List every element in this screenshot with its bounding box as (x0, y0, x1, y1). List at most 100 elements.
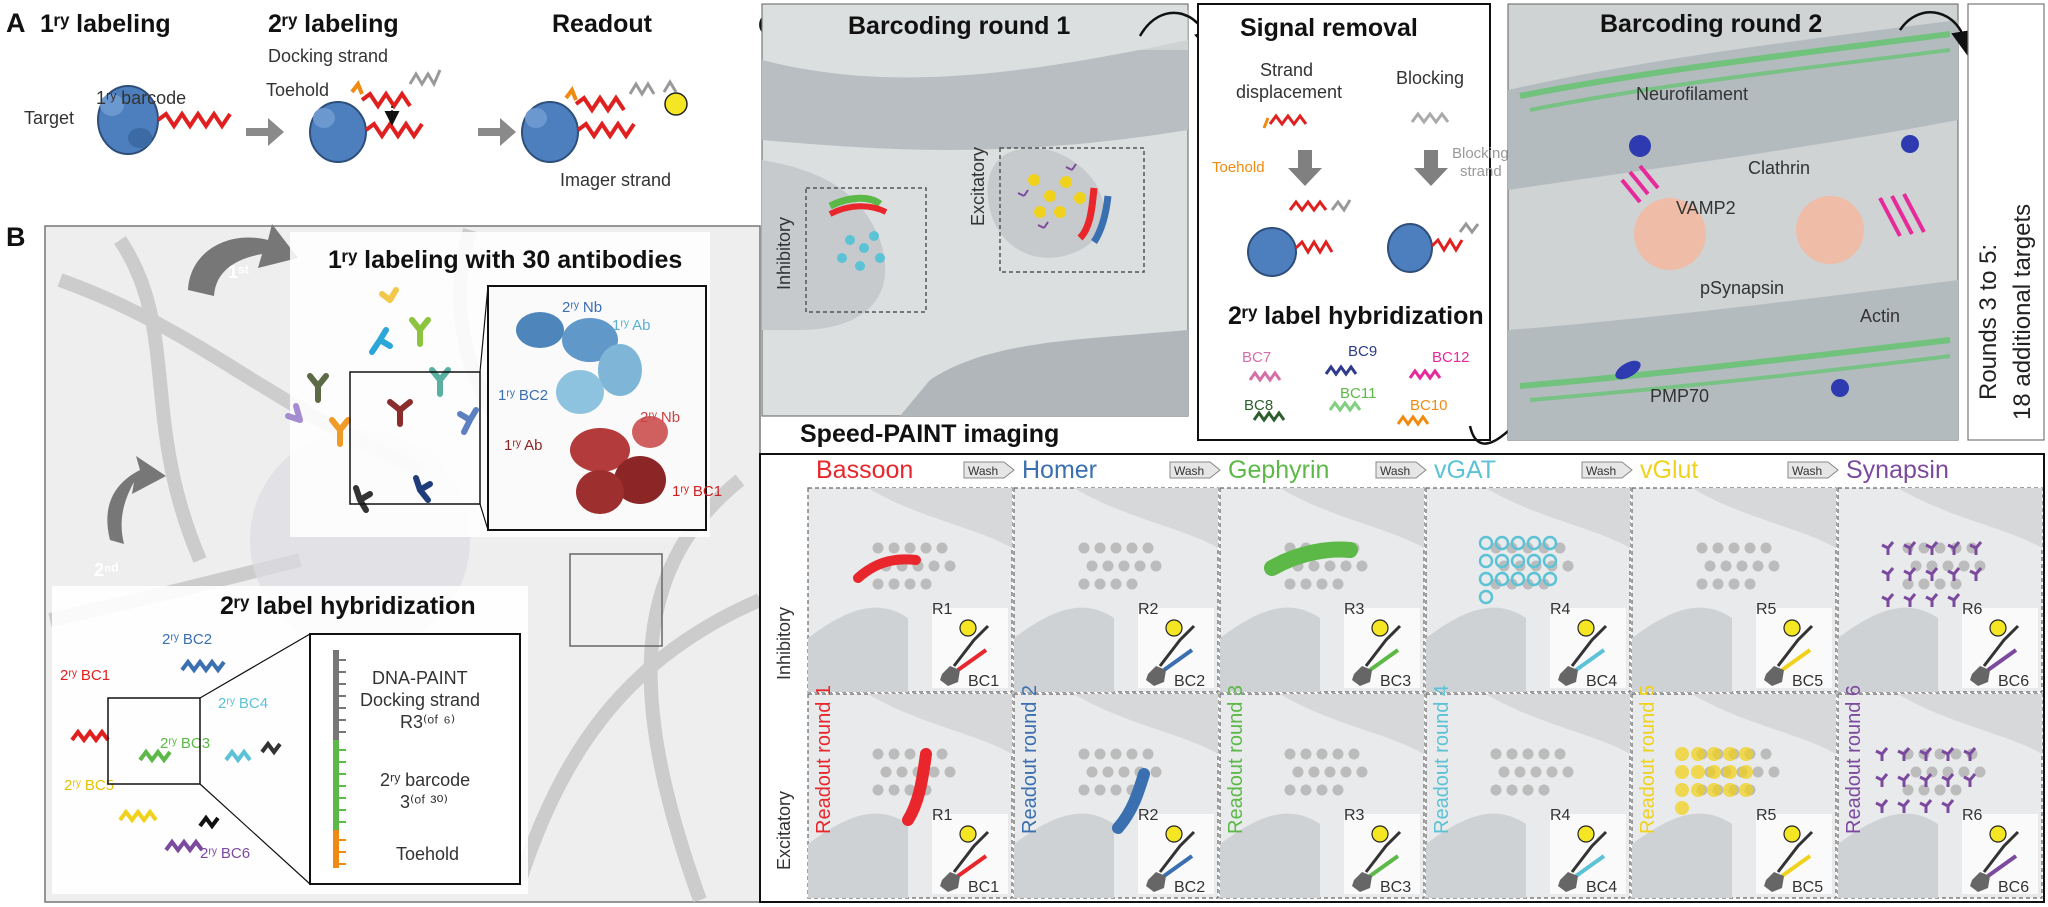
synapsin-marker (1947, 593, 1961, 607)
vesicle-dot (1918, 578, 1930, 590)
vesicle-dot (1530, 766, 1542, 778)
synapsin-marker (1919, 747, 1933, 761)
imager-barcode (1986, 648, 2018, 672)
nb2-red-label: 2ʳʸ Nb (640, 409, 680, 426)
panel-a-step1: 1ʳʸ labeling (40, 10, 171, 38)
target-title-3: vGAT (1434, 456, 1496, 484)
vesicle-dot (1316, 748, 1328, 760)
target-title-4: vGlut (1640, 456, 1698, 484)
imager-protein (1352, 666, 1372, 686)
vesicle-dot (1094, 542, 1106, 554)
vesicle-dot (1736, 560, 1748, 572)
synapsin-marker (1897, 773, 1911, 787)
synapsin-marker (1875, 747, 1889, 761)
hybridization-strands (70, 658, 282, 854)
vesicle-dot (1316, 578, 1328, 590)
vesicle-dot (1490, 748, 1502, 760)
bc2-primary-label: 1ʳʸ BC2 (498, 387, 548, 404)
vesicle-dot (1950, 784, 1962, 796)
displacement-arrow (1288, 150, 1322, 186)
vesicle-dot (1950, 578, 1962, 590)
synapsin-marker (1941, 773, 1955, 787)
vesicle-dot (1094, 784, 1106, 796)
vesicle-dot (1316, 784, 1328, 796)
vesicle-dot (896, 766, 908, 778)
synapsin-marker (1969, 567, 1983, 581)
h-bc5-label: 2ʳʸ BC5 (64, 777, 114, 794)
vamp2-label: VAMP2 (1676, 198, 1736, 218)
imager-fluorophore (959, 825, 977, 843)
inhibitory-box (805, 187, 927, 313)
inhibitory-label: Inhibitory (774, 217, 794, 290)
vgat-marker (1478, 589, 1494, 605)
tile-bouton (1280, 488, 1424, 548)
r3-label: R3⁽ᵒᶠ ⁶⁾ (400, 712, 455, 732)
excitatory-label: Excitatory (968, 147, 988, 226)
imager-barcode (1574, 648, 1606, 672)
synapsin-marker (1875, 773, 1889, 787)
row-excitatory-label: Excitatory (774, 791, 794, 870)
h-bc1-label: 2ʳʸ BC1 (60, 667, 110, 684)
imager-fluorophore (1371, 825, 1389, 843)
second-step-label: 2ⁿᵈ (94, 560, 118, 580)
vesicle-dot (1078, 578, 1090, 590)
tile-neurite (1838, 813, 1938, 898)
vgat-marker (1526, 535, 1542, 551)
imager-stem (1570, 830, 1608, 873)
nb2-top-label: 2ʳʸ Nb (562, 299, 602, 316)
imager-stem (1158, 830, 1196, 873)
synapsin-marker (1903, 541, 1917, 555)
imager-fluorophore (1577, 619, 1595, 637)
vesicle-dot (1728, 542, 1740, 554)
vesicle-dot (888, 748, 900, 760)
vesicle-dot (1950, 748, 1962, 760)
synapsin-marker (1925, 567, 1939, 581)
panel-d-title: Signal removal (1240, 14, 1418, 42)
imager-fluorophore (1783, 825, 1801, 843)
vgat-marker (1542, 535, 1558, 551)
readout-docking (628, 81, 656, 97)
imager-stem (1570, 624, 1608, 667)
docking-strand-b-label: Docking strand (360, 690, 480, 710)
bc1-primary-label: 1ʳʸ BC1 (672, 483, 722, 500)
synapsin-marker (1969, 541, 1983, 555)
vesicle-dot (1118, 766, 1130, 778)
target-title-1: Homer (1022, 456, 1097, 484)
imager-barcode (1780, 648, 1812, 672)
panel-b: B 1ˢᵗ 1ʳʸ labeling with 30 antibodies (6, 222, 763, 903)
target-title-5: Synapsin (1846, 456, 1949, 484)
vesicle-dot (1728, 578, 1740, 590)
panel-d: D Signal removal Strand displacement Blo… (1197, 3, 1543, 445)
panel-e-scene (1508, 20, 1958, 440)
blue-antibody-complex (516, 312, 642, 414)
vgat-marker (1478, 535, 1494, 551)
barcode-3-label: 3⁽ᵒᶠ ³⁰⁾ (400, 792, 448, 812)
vesicle-dot (1934, 578, 1946, 590)
vesicle-dot (1902, 578, 1914, 590)
vesicle-dot (904, 542, 916, 554)
toehold-d-label: Toehold (1212, 159, 1265, 176)
vglut-marker (1707, 747, 1721, 761)
displacement-toehold (1262, 117, 1270, 129)
vesicle-dot (1958, 766, 1970, 778)
bc10-label: BC10 (1410, 397, 1448, 414)
vesicle-dot (1094, 578, 1106, 590)
tile-bouton (1692, 488, 1836, 548)
tile-bouton (1692, 694, 1836, 754)
vgat-marker (1542, 553, 1558, 569)
synapsin-marker (1947, 541, 1961, 555)
vgat-marker (1494, 553, 1510, 569)
vesicle-dot (1284, 578, 1296, 590)
psynapsin-label: pSynapsin (1700, 278, 1784, 298)
vesicle-dot (1934, 542, 1946, 554)
synapsin-marker (1919, 773, 1933, 787)
vgat-marker (1542, 571, 1558, 587)
toehold-segment (350, 79, 364, 95)
panel-e-title: Barcoding round 2 (1600, 10, 1822, 38)
antibody-zoom-box (349, 371, 481, 505)
vesicle-dot (1078, 748, 1090, 760)
readout-bc-label: BC5 (1792, 673, 1823, 690)
imager-stem (1982, 830, 2020, 873)
